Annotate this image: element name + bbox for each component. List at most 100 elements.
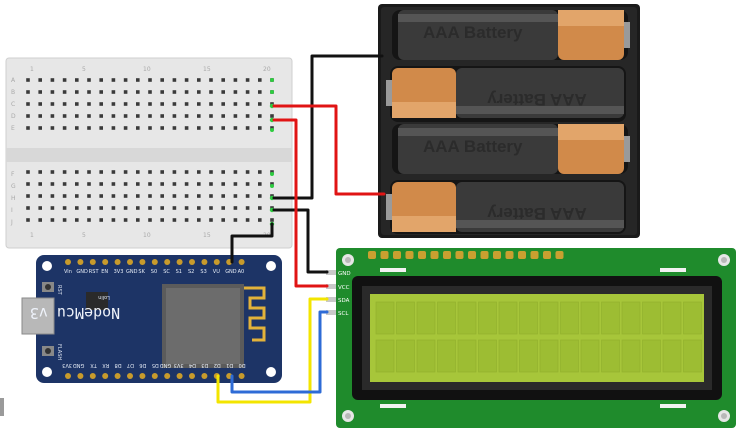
battery-label-2: AAA Battery — [487, 90, 587, 109]
breadboard-hole — [209, 182, 213, 186]
nodemcu-top-pin-label: 3V3 — [114, 269, 124, 275]
breadboard-hole — [136, 90, 140, 94]
breadboard-hole — [233, 170, 238, 174]
breadboard-hole — [26, 206, 30, 210]
breadboard-hole — [75, 102, 79, 106]
breadboard-hole — [221, 126, 225, 130]
wire-black-battery — [272, 54, 384, 200]
lcd-cell — [478, 301, 497, 335]
breadboard-hole — [160, 218, 164, 222]
breadboard-hole — [160, 182, 164, 186]
breadboard-hole — [221, 182, 225, 186]
breadboard-hole — [197, 194, 201, 198]
lcd-character-cells — [375, 301, 702, 373]
lcd-header-pin — [505, 251, 514, 259]
lcd-cell — [560, 339, 579, 373]
breadboard-hole — [87, 114, 91, 118]
breadboard-hole — [99, 102, 103, 106]
breadboard-hole — [184, 170, 189, 174]
lcd-cell — [437, 339, 456, 373]
breadboard-hole — [111, 126, 116, 130]
lcd-cell — [642, 339, 661, 373]
breadboard-hole — [258, 114, 262, 118]
breadboard-hole — [111, 102, 116, 106]
lcd-cell — [519, 301, 538, 335]
breadboard-hole — [160, 126, 164, 130]
nodemcu-top-pin-label: S0 — [151, 269, 157, 275]
breadboard-hole — [75, 126, 79, 130]
lcd-cell — [683, 339, 702, 373]
breadboard-hole — [221, 102, 225, 106]
nodemcu-top-pin — [89, 259, 96, 265]
breadboard-hole — [50, 102, 55, 106]
lcd-cell — [560, 301, 579, 335]
nodemcu-top-pin-label: SK — [138, 269, 145, 275]
breadboard-hole — [184, 126, 189, 130]
breadboard-row-letters: A B C D E F G H I J — [10, 77, 16, 226]
breadboard-hole — [99, 170, 103, 174]
breadboard-hole — [160, 90, 164, 94]
breadboard-hole — [99, 126, 103, 130]
bb-col-20: 20 — [263, 66, 271, 73]
breadboard-hole — [123, 126, 128, 130]
bb-col-5-bottom: 5 — [82, 232, 86, 239]
nodemcu-top-pin-label: SC — [163, 269, 170, 275]
nodemcu-top-pin — [65, 259, 71, 265]
wire-black-lcd-gnd — [272, 208, 329, 274]
nodemcu-top-pin — [238, 259, 245, 265]
breadboard-hole — [245, 218, 250, 222]
lcd-cell — [580, 301, 600, 335]
breadboard-hole — [26, 78, 30, 82]
breadboard-hole — [50, 126, 55, 130]
nodemcu-top-pin — [176, 259, 183, 265]
breadboard-hole — [172, 218, 177, 222]
breadboard-hole — [75, 182, 79, 186]
breadboard-hole — [258, 126, 262, 130]
breadboard-hole — [197, 126, 201, 130]
lcd-cell — [683, 301, 702, 335]
breadboard-hole — [270, 114, 274, 118]
breadboard-hole — [221, 90, 225, 94]
breadboard-hole — [197, 114, 201, 118]
breadboard-hole — [99, 78, 103, 82]
lcd-cell — [375, 339, 395, 373]
breadboard-hole — [50, 194, 55, 198]
nodemcu-top-pin — [189, 259, 195, 265]
breadboard-hole — [123, 90, 128, 94]
svg-text:C: C — [11, 101, 15, 108]
lcd-header-pin — [405, 251, 414, 259]
breadboard-hole — [148, 114, 152, 118]
breadboard-hole — [111, 78, 116, 82]
breadboard-hole — [62, 182, 67, 186]
nodemcu-top-pin — [139, 259, 146, 265]
breadboard-hole — [50, 90, 55, 94]
breadboard-hole — [62, 126, 67, 130]
breadboard-hole — [209, 114, 213, 118]
breadboard-hole — [111, 206, 116, 210]
svg-text:A: A — [11, 77, 16, 84]
wires — [216, 54, 386, 404]
breadboard-hole — [184, 182, 189, 186]
lcd-cell — [416, 339, 436, 373]
lcd-header-pin — [543, 251, 551, 259]
breadboard-hole — [197, 78, 201, 82]
nodemcu-bottom-pin-label: D0 — [239, 362, 246, 368]
breadboard-hole — [172, 206, 177, 210]
breadboard-hole — [62, 206, 67, 210]
svg-text:J: J — [10, 219, 13, 226]
breadboard-hole — [197, 206, 201, 210]
breadboard-hole — [172, 102, 177, 106]
breadboard-hole — [26, 126, 30, 130]
breadboard-hole — [233, 78, 238, 82]
nodemcu-top-pin-label: S3 — [200, 269, 206, 275]
breadboard-hole — [136, 170, 140, 174]
battery-cell-4: AAA Battery — [386, 180, 626, 234]
breadboard-hole — [245, 102, 250, 106]
nodemcu-bottom-pin-label: D5 — [152, 362, 159, 368]
nodemcu-bottom-pin-label: RX — [102, 362, 109, 368]
breadboard-hole — [184, 78, 189, 82]
breadboard-hole — [221, 218, 225, 222]
nodemcu-bottom-pin — [89, 373, 96, 379]
nodemcu-bottom-pin-label: 3V3 — [174, 362, 184, 368]
